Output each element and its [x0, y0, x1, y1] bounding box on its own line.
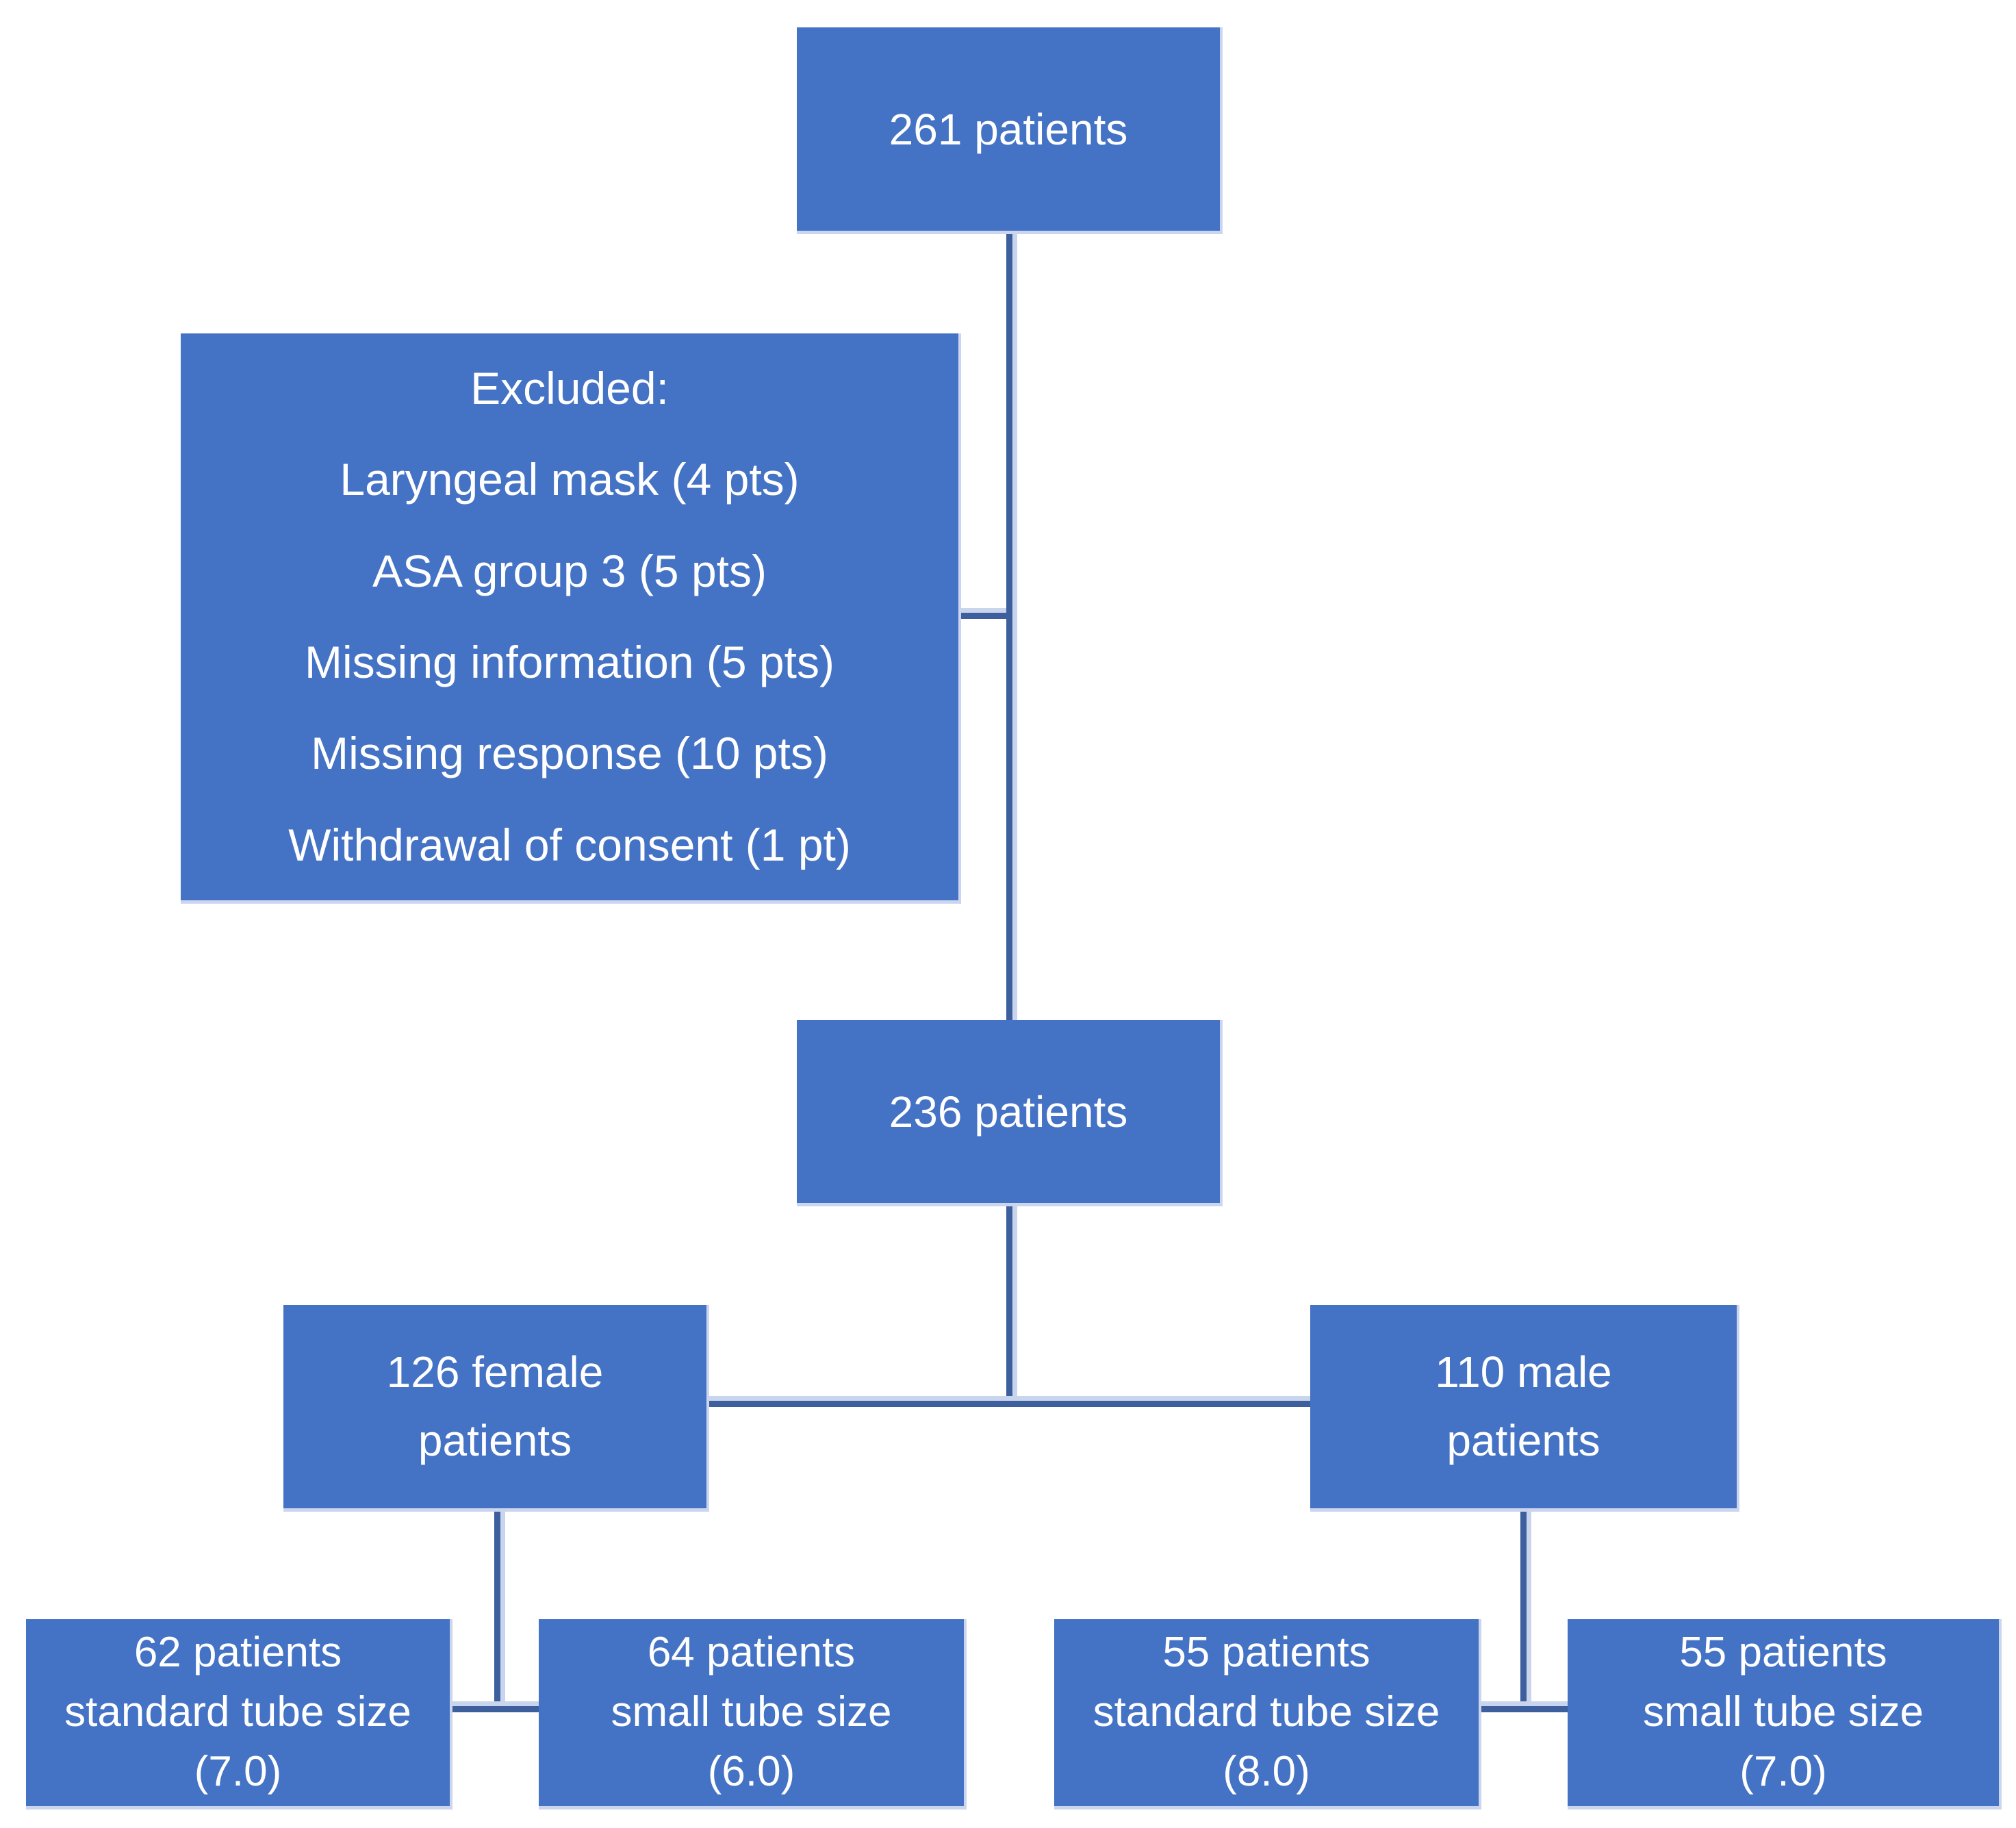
node-female-small-tube-line: 64 patients	[647, 1629, 856, 1677]
connector-male-tube-split	[1481, 1706, 1568, 1712]
node-male-standard-tube-line: (8.0)	[1223, 1747, 1310, 1795]
connector-total-to-eligible	[1006, 234, 1012, 1020]
node-male-small-tube: 55 patients small tube size (7.0)	[1568, 1619, 2002, 1810]
node-female-standard-tube: 62 patients standard tube size (7.0)	[26, 1619, 452, 1810]
node-excluded-item: Withdrawal of consent (1 pt)	[288, 819, 851, 870]
connector-male-to-tube-split	[1520, 1512, 1527, 1712]
connector-female-to-tube-split	[494, 1512, 500, 1712]
node-eligible-patients: 236 patients	[797, 1020, 1223, 1206]
node-female-standard-tube-line: (7.0)	[194, 1747, 282, 1795]
node-female-small-tube: 64 patients small tube size (6.0)	[539, 1619, 967, 1810]
node-female-patients-line: patients	[418, 1415, 572, 1465]
node-male-small-tube-line: small tube size	[1642, 1688, 1924, 1736]
node-male-small-tube-line: 55 patients	[1679, 1629, 1887, 1677]
node-male-standard-tube: 55 patients standard tube size (8.0)	[1054, 1619, 1481, 1810]
node-excluded-title: Excluded:	[470, 363, 669, 414]
node-total-patients-label: 261 patients	[889, 104, 1128, 154]
connector-excluded-branch	[961, 613, 1006, 619]
node-female-small-tube-line: small tube size	[611, 1688, 892, 1736]
node-excluded-item: ASA group 3 (5 pts)	[372, 545, 767, 596]
node-male-patients-line: patients	[1446, 1415, 1600, 1465]
node-male-standard-tube-line: 55 patients	[1162, 1629, 1370, 1677]
node-total-patients: 261 patients	[797, 27, 1223, 234]
node-excluded-item: Missing information (5 pts)	[305, 637, 834, 687]
node-female-small-tube-line: (6.0)	[707, 1747, 795, 1795]
node-female-standard-tube-line: standard tube size	[64, 1688, 411, 1736]
node-female-standard-tube-line: 62 patients	[133, 1629, 342, 1677]
node-male-patients-line: 110 male	[1435, 1347, 1612, 1397]
node-male-small-tube-line: (7.0)	[1739, 1747, 1827, 1795]
node-male-standard-tube-line: standard tube size	[1093, 1688, 1440, 1736]
node-eligible-patients-label: 236 patients	[889, 1087, 1128, 1137]
node-female-patients-line: 126 female	[386, 1347, 604, 1397]
connector-female-tube-split	[452, 1706, 539, 1712]
node-excluded-item: Laryngeal mask (4 pts)	[340, 454, 800, 505]
connector-eligible-to-split	[1006, 1206, 1012, 1404]
connector-female-male-split	[709, 1401, 1310, 1407]
node-excluded-item: Missing response (10 pts)	[311, 728, 828, 779]
node-excluded: Excluded: Laryngeal mask (4 pts) ASA gro…	[181, 333, 961, 904]
node-male-patients: 110 male patients	[1310, 1305, 1739, 1512]
node-female-patients: 126 female patients	[283, 1305, 709, 1512]
